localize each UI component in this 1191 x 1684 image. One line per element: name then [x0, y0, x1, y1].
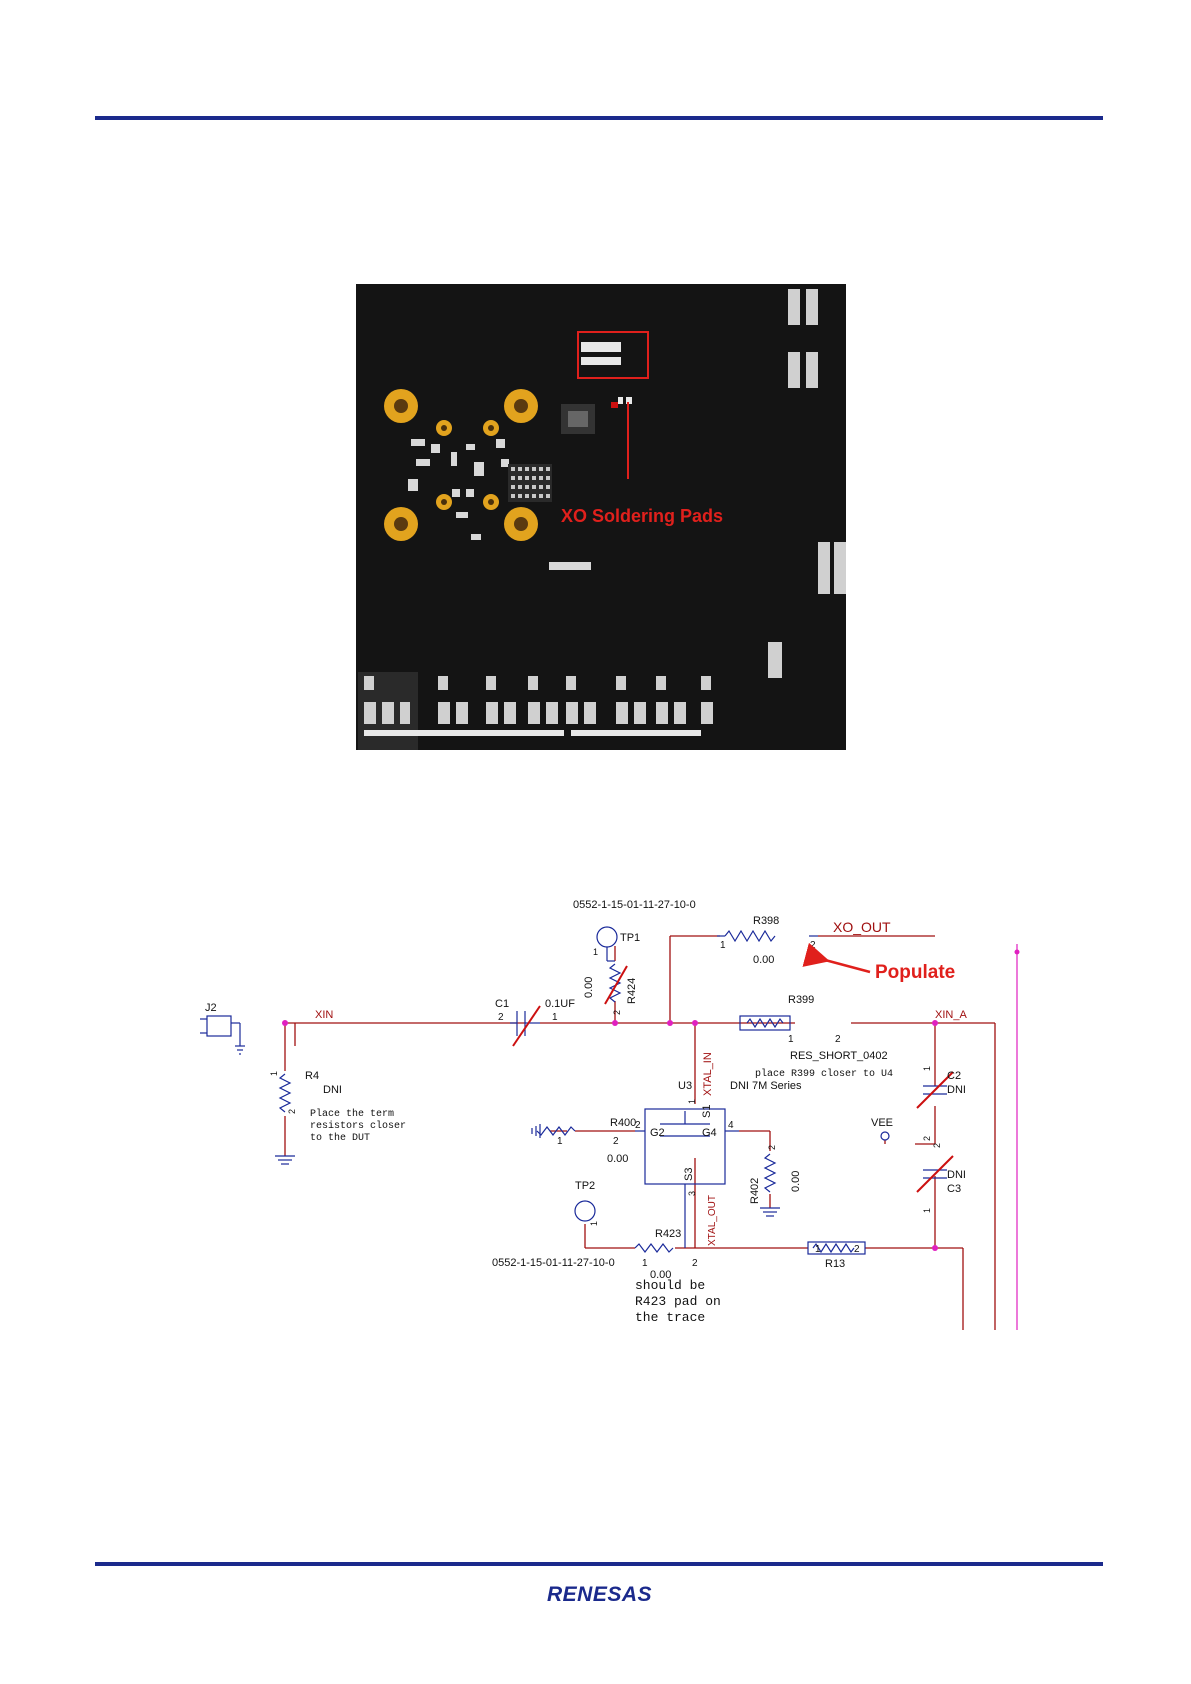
u3-g4: G4	[702, 1127, 717, 1139]
r402-pin2: 2	[767, 1145, 777, 1150]
u3-val: DNI 7M Series	[730, 1080, 802, 1092]
u3-pin2: 2	[635, 1120, 641, 1131]
r424-val: 0.00	[583, 977, 595, 998]
tp2-pin: 1	[589, 1221, 599, 1226]
r4-pin2: 2	[287, 1109, 297, 1114]
r398-ref: R398	[753, 915, 779, 927]
c3-val: DNI	[947, 1169, 966, 1181]
vee-label: VEE	[871, 1117, 893, 1129]
edge-parts	[768, 289, 846, 678]
j2-ref: J2	[205, 1002, 217, 1014]
c1-val: 0.1UF	[545, 998, 575, 1010]
r423-note-1: should be	[635, 1278, 705, 1293]
c1-pin2: 2	[498, 1012, 504, 1023]
wires	[284, 935, 996, 1330]
u3-pin4: 4	[728, 1120, 734, 1131]
c2-pin1: 1	[922, 1066, 932, 1071]
tp1-part: 0552-1-15-01-11-27-10-0	[573, 899, 696, 911]
r424-ref: R424	[626, 978, 638, 1004]
r399-note: place R399 closer to U4	[755, 1068, 893, 1080]
mounting-pads	[384, 389, 538, 541]
u3-s1: S1	[701, 1105, 713, 1118]
c2-ref: C2	[947, 1070, 961, 1082]
r400-pin1: 1	[557, 1136, 563, 1147]
u3-pin3: 3	[687, 1191, 697, 1196]
xin-net: XIN	[315, 1009, 333, 1021]
c2-val: DNI	[947, 1084, 966, 1096]
c3-pin2: 2	[932, 1143, 942, 1148]
r399-pin1: 1	[788, 1034, 794, 1045]
u3-ref: U3	[678, 1080, 692, 1092]
r4-pin1: 1	[269, 1071, 279, 1076]
r399-ref: R399	[788, 994, 814, 1006]
bottom-parts	[358, 672, 713, 750]
r400-pin2: 2	[613, 1136, 619, 1147]
xo-out-net: XO_OUT	[833, 919, 891, 935]
r13-pin2: 2	[854, 1244, 860, 1255]
xtal-in-net: XTAL_IN	[702, 1052, 714, 1096]
smd-parts	[408, 439, 591, 570]
r402-val: 0.00	[790, 1171, 802, 1192]
r13-pin1: 1	[815, 1244, 821, 1255]
r424-pin2: 2	[612, 1010, 622, 1015]
r423-note-3: the trace	[635, 1310, 705, 1325]
bga-chip	[508, 464, 552, 502]
callout-label: XO Soldering Pads	[561, 506, 723, 526]
xin-a-net: XIN_A	[935, 1009, 967, 1021]
c1-pin1: 1	[552, 1012, 558, 1023]
tp1-ref: TP1	[620, 932, 640, 944]
header-rule	[95, 116, 1103, 120]
r398-pin1: 1	[720, 940, 726, 951]
r423-note-2: R423 pad on	[635, 1294, 721, 1309]
pcb-photo: XO Soldering Pads	[356, 284, 846, 750]
xo-highlight-box	[577, 331, 649, 379]
r13-ref: R13	[825, 1258, 845, 1270]
tp2-ref: TP2	[575, 1180, 595, 1192]
populate-arrow	[802, 942, 871, 974]
c3-pin1: 1	[922, 1208, 932, 1213]
r400-ref: R400	[610, 1117, 636, 1129]
xo-schematic: 0552-1-15-01-11-27-10-0 TP1 1 R398 1 2 0…	[200, 899, 1020, 1330]
r423-pin1: 1	[642, 1258, 648, 1269]
r423-pin2: 2	[692, 1258, 698, 1269]
r399-pin2: 2	[835, 1034, 841, 1045]
r4-val: DNI	[323, 1084, 342, 1096]
junctions	[282, 949, 1020, 1251]
renesas-logo-text: RENESAS	[547, 1583, 652, 1606]
u3-g2: G2	[650, 1127, 665, 1139]
renesas-logo: RENESAS	[547, 1583, 652, 1606]
footer-rule	[95, 1562, 1103, 1566]
r398-pin2: 2	[810, 940, 816, 951]
term-note-1: Place the term	[310, 1108, 394, 1120]
components	[200, 926, 947, 1255]
r400-val: 0.00	[607, 1153, 628, 1165]
term-note-3: to the DUT	[310, 1132, 370, 1144]
schematic-labels: 0552-1-15-01-11-27-10-0 TP1 1 R398 1 2 0…	[205, 899, 967, 1325]
r423-val: 0.00	[650, 1269, 671, 1281]
u3-pin1: 1	[687, 1099, 697, 1104]
r423-ref: R423	[655, 1228, 681, 1240]
populate-label: Populate	[875, 962, 955, 983]
c1-ref: C1	[495, 998, 509, 1010]
r402-ref: R402	[749, 1178, 761, 1204]
tp1-pin: 1	[593, 947, 598, 957]
term-note-2: resistors closer	[310, 1120, 406, 1132]
dni-slashes	[512, 965, 954, 1193]
tp2-part: 0552-1-15-01-11-27-10-0	[492, 1257, 615, 1269]
r399-val: RES_SHORT_0402	[790, 1050, 888, 1062]
xo-area: XO Soldering Pads	[561, 331, 723, 526]
c3-ref: C3	[947, 1183, 961, 1195]
xtal-out-net: XTAL_OUT	[707, 1195, 718, 1246]
r4-ref: R4	[305, 1070, 319, 1082]
u3-s3: S3	[683, 1168, 695, 1181]
c2-pin2: 2	[922, 1136, 932, 1141]
r398-val: 0.00	[753, 954, 774, 966]
